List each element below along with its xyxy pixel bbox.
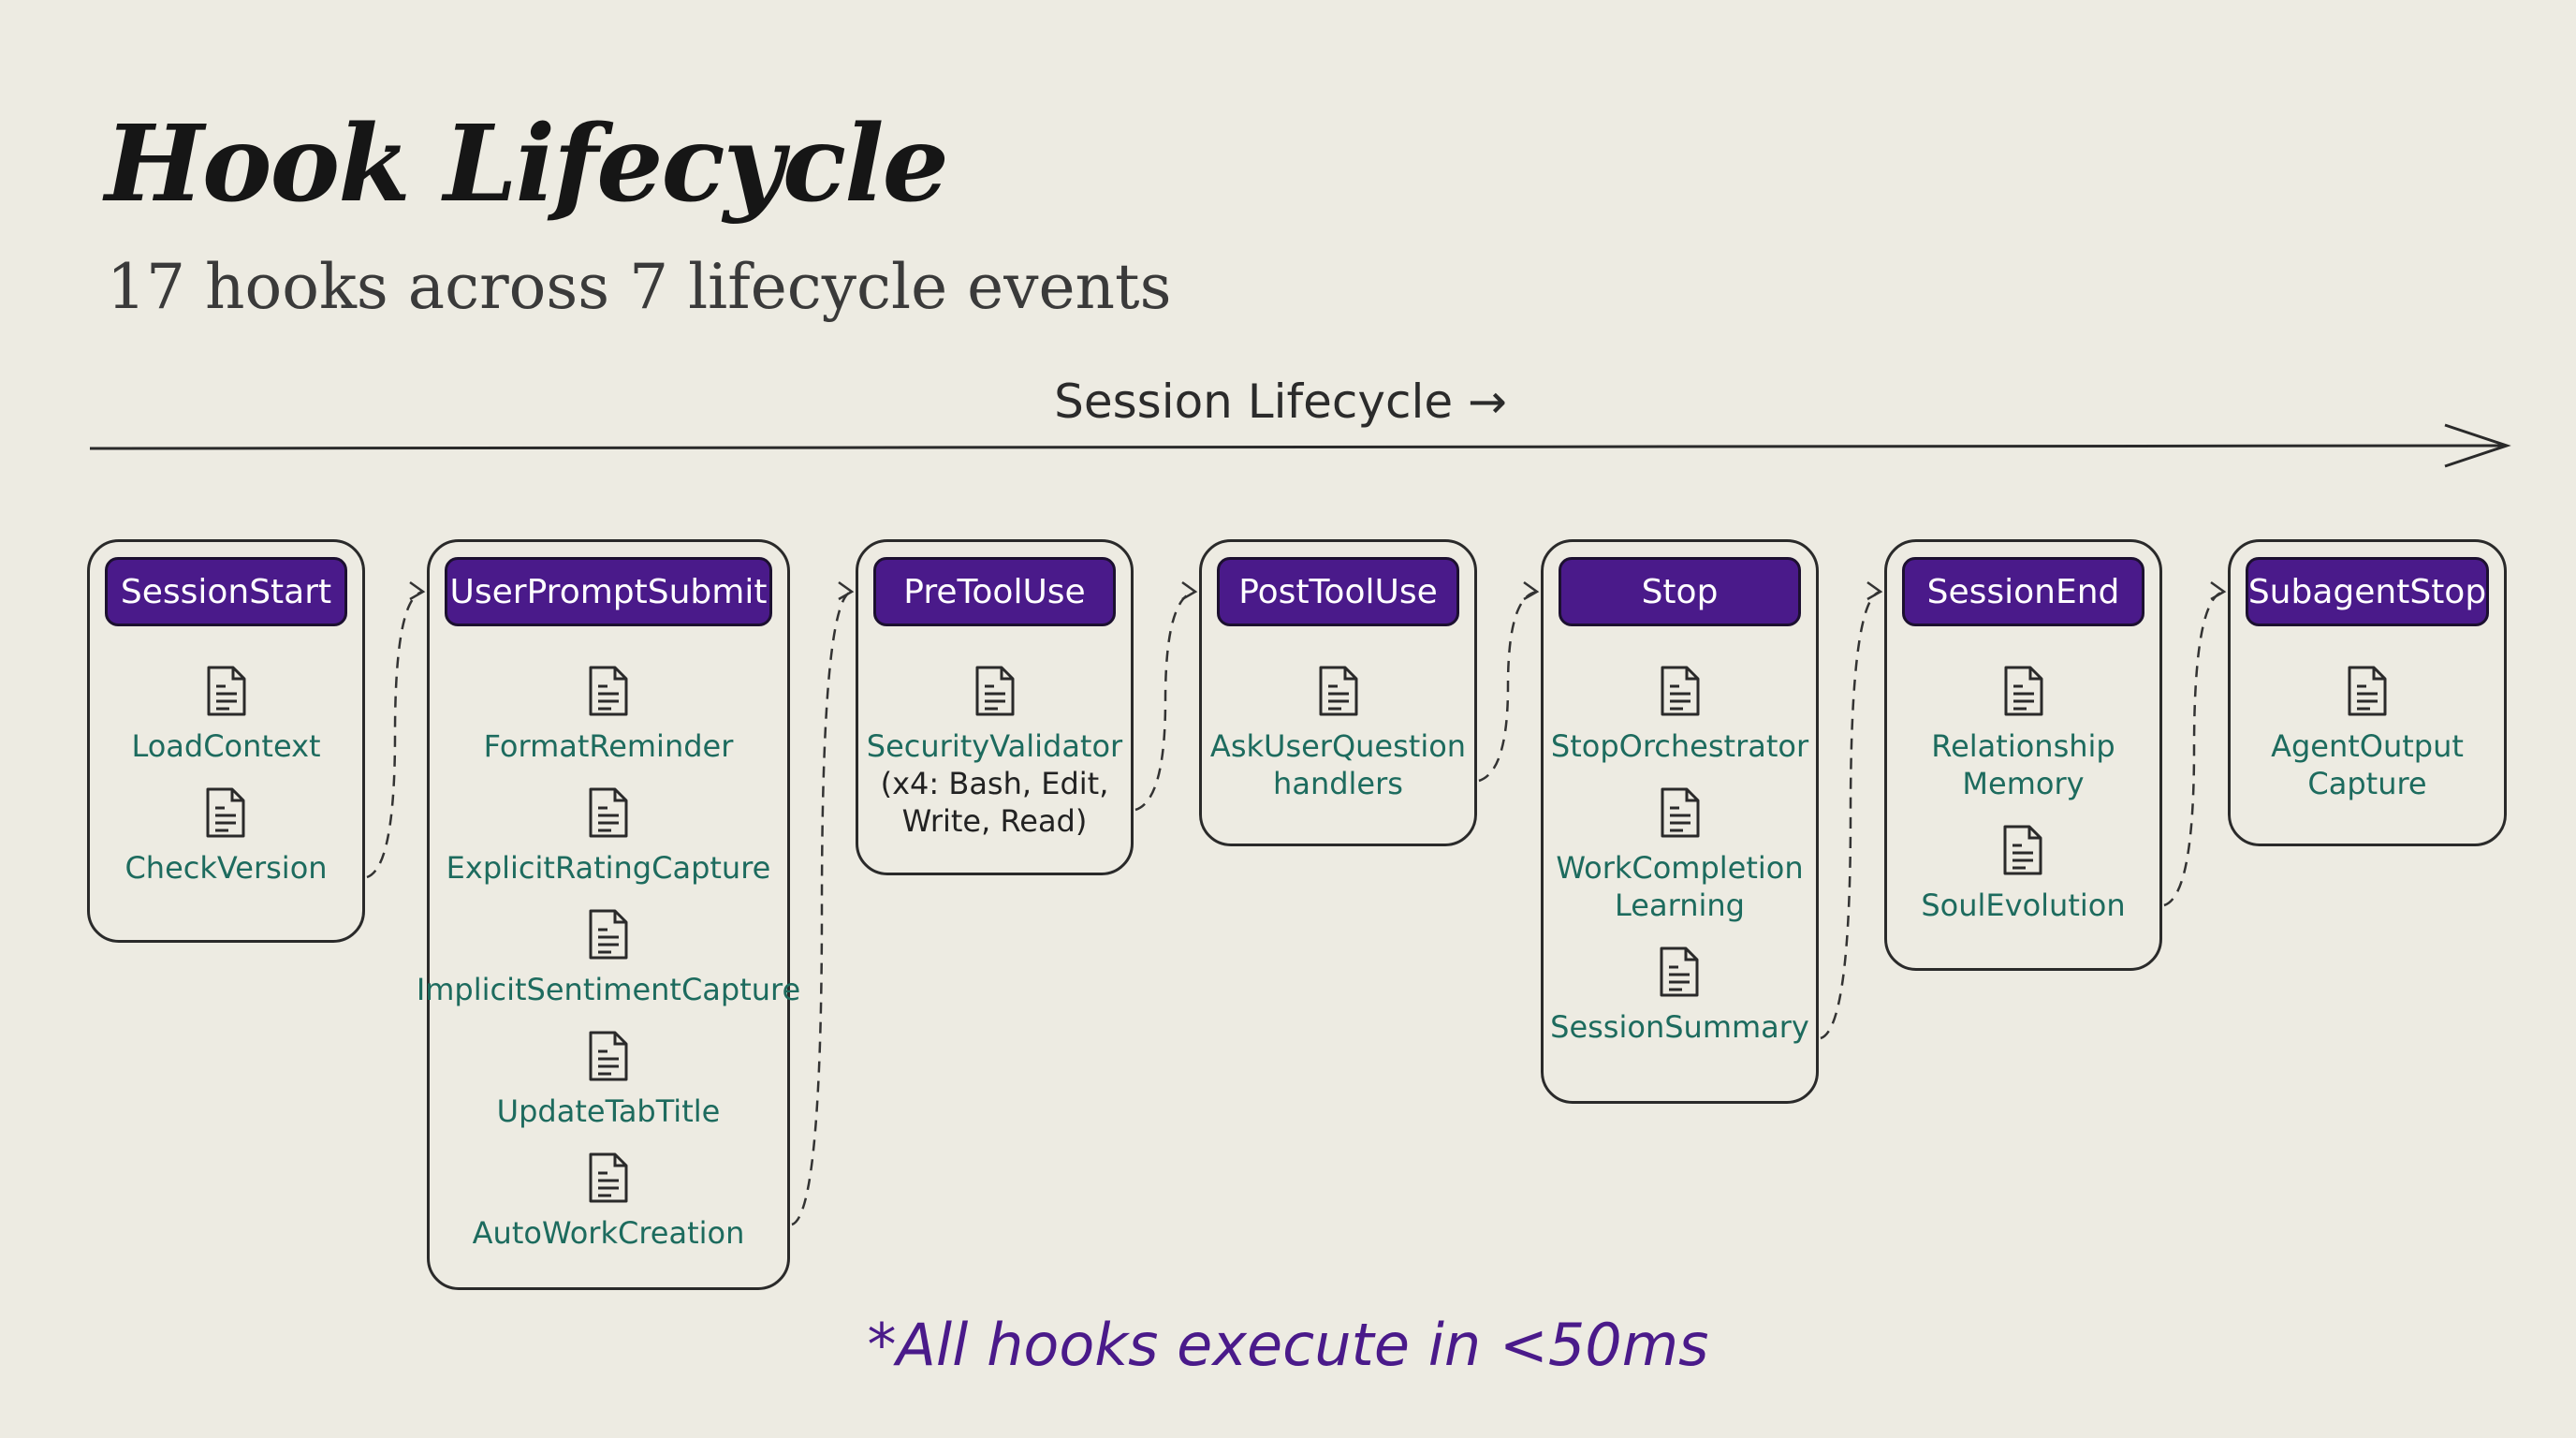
- hook-item: AskUserQuestion handlers: [1210, 664, 1466, 802]
- hook-item: StopOrchestrator: [1551, 664, 1808, 765]
- hook-list: AskUserQuestion handlers: [1202, 664, 1474, 823]
- hook-label: SessionSummary: [1550, 1009, 1809, 1045]
- hook-label: UpdateTabTitle: [496, 1093, 721, 1129]
- hook-item: WorkCompletion Learning: [1556, 785, 1804, 924]
- hook-item: AutoWorkCreation: [472, 1151, 745, 1252]
- document-icon: [587, 785, 630, 844]
- page-subtitle: 17 hooks across 7 lifecycle events: [107, 251, 1172, 323]
- hook-label: StopOrchestrator: [1550, 728, 1809, 764]
- arrowhead-icon: [409, 580, 426, 601]
- hook-label: SecurityValidator: [866, 728, 1123, 764]
- hook-item: UpdateTabTitle: [496, 1029, 721, 1130]
- document-icon: [587, 907, 630, 965]
- event-header: SessionEnd: [1902, 557, 2144, 626]
- hook-list: SecurityValidator(x4: Bash, Edit, Write,…: [858, 664, 1131, 860]
- hook-item: ImplicitSentimentCapture: [417, 907, 800, 1008]
- document-icon: [2001, 823, 2044, 881]
- hook-label: ExplicitRatingCapture: [446, 850, 771, 886]
- hook-item: CheckVersion: [124, 785, 328, 887]
- document-icon: [587, 1029, 630, 1087]
- hook-label: FormatReminder: [483, 728, 734, 764]
- timeline-label: Session Lifecycle →: [0, 374, 2576, 429]
- hook-item: LoadContext: [131, 664, 321, 765]
- hook-item: Relationship Memory: [1931, 664, 2115, 802]
- document-icon: [2346, 664, 2389, 722]
- hook-item: ExplicitRatingCapture: [446, 785, 771, 887]
- page-title: Hook Lifecycle: [105, 103, 949, 226]
- arrowhead-icon: [1866, 580, 1883, 601]
- document-icon: [205, 664, 248, 722]
- event-header: UserPromptSubmit: [445, 557, 772, 626]
- connector-arrow: [366, 590, 424, 879]
- hook-label: SoulEvolution: [1921, 888, 2126, 923]
- hook-item: SecurityValidator(x4: Bash, Edit, Write,…: [867, 664, 1122, 840]
- hook-list: AgentOutput Capture: [2231, 664, 2504, 823]
- event-header: Stop: [1559, 557, 1801, 626]
- connector-arrow: [1820, 590, 1881, 1040]
- arrowhead-icon: [1181, 580, 1198, 601]
- document-icon: [587, 664, 630, 722]
- timeline-arrowhead-icon: [2444, 423, 2511, 468]
- footer-note: *All hooks execute in <50ms: [867, 1311, 1709, 1379]
- document-icon: [587, 1151, 630, 1209]
- connector-arrow: [1478, 590, 1538, 783]
- document-icon: [2002, 664, 2045, 722]
- timeline-arrow-line: [89, 444, 2506, 450]
- hook-label: ImplicitSentimentCapture: [416, 972, 801, 1007]
- hook-label: LoadContext: [131, 728, 321, 764]
- hook-item: AgentOutput Capture: [2271, 664, 2464, 802]
- hook-label: CheckVersion: [124, 850, 328, 886]
- document-icon: [204, 785, 247, 844]
- document-icon: [1659, 785, 1702, 844]
- connector-arrow: [1134, 590, 1196, 812]
- arrowhead-icon: [1523, 580, 1540, 601]
- document-icon: [973, 664, 1017, 722]
- connector-arrow: [791, 590, 853, 1226]
- event-header: SubagentStop: [2246, 557, 2489, 626]
- connector-arrow: [2163, 590, 2225, 907]
- hook-label: AgentOutput Capture: [2271, 728, 2464, 801]
- event-header: SessionStart: [105, 557, 347, 626]
- document-icon: [1659, 664, 1702, 722]
- hook-note: (x4: Bash, Edit, Write, Read): [880, 766, 1109, 839]
- document-icon: [1658, 945, 1701, 1003]
- timeline-label-text: Session Lifecycle →: [1054, 374, 1507, 429]
- hook-label: Relationship Memory: [1931, 728, 2115, 801]
- hook-label: AskUserQuestion handlers: [1209, 728, 1467, 801]
- hook-item: SessionSummary: [1550, 945, 1809, 1046]
- hook-label: WorkCompletion Learning: [1556, 850, 1804, 923]
- document-icon: [1317, 664, 1360, 722]
- event-header: PreToolUse: [873, 557, 1116, 626]
- arrowhead-icon: [2210, 580, 2227, 601]
- hook-label: AutoWorkCreation: [472, 1215, 745, 1251]
- hook-item: FormatReminder: [483, 664, 734, 765]
- event-header: PostToolUse: [1217, 557, 1459, 626]
- hook-item: SoulEvolution: [1921, 823, 2126, 924]
- arrowhead-icon: [838, 580, 855, 601]
